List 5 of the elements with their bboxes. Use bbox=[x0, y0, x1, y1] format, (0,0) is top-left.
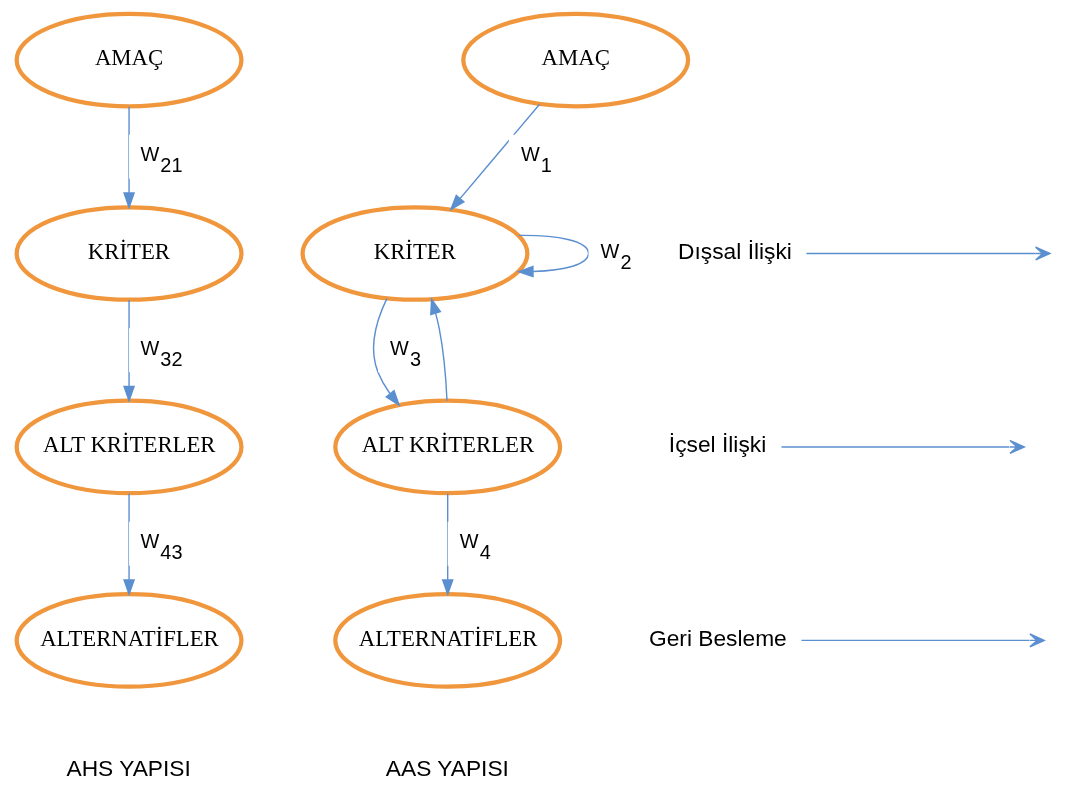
label: AHS YAPISI bbox=[65, 754, 191, 781]
node-text: Geri Besleme bbox=[648, 624, 787, 651]
node-text: İçsel İlişki bbox=[668, 431, 766, 458]
label: AAS YAPISI bbox=[385, 754, 509, 781]
node-text: Dışsal İlişki bbox=[677, 237, 792, 264]
